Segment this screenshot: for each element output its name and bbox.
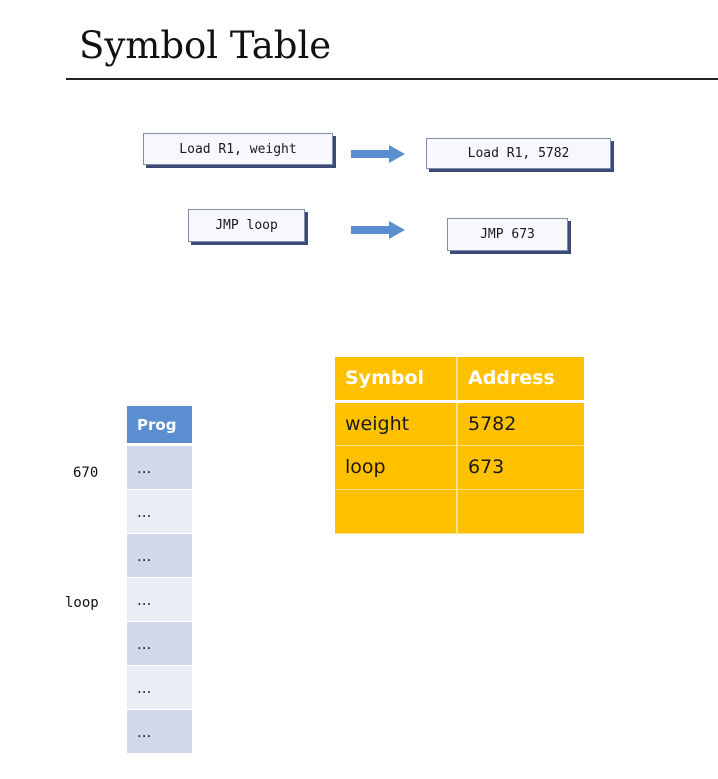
program-memory-column: Prog ... ... ... ... ... ... ... xyxy=(127,406,192,754)
source-instruction-1: Load R1, weight xyxy=(143,133,333,165)
address-label-670: 670 xyxy=(73,465,99,481)
program-cell: ... xyxy=(127,446,192,490)
title-divider xyxy=(66,78,718,80)
page-title: Symbol Table xyxy=(79,24,332,67)
column-header-address: Address xyxy=(456,357,584,403)
address-cell xyxy=(456,489,584,534)
program-cell: ... xyxy=(127,622,192,666)
table-row: loop 673 xyxy=(335,445,584,490)
right-arrow-icon-2 xyxy=(351,221,405,239)
address-cell: 5782 xyxy=(456,401,584,446)
symbol-cell xyxy=(335,489,457,534)
address-label-loop: loop xyxy=(65,595,99,611)
program-column-header: Prog xyxy=(127,406,192,446)
table-header-row: Symbol Address xyxy=(335,357,584,403)
program-cell: ... xyxy=(127,710,192,754)
symbol-cell: loop xyxy=(335,445,457,490)
target-instruction-1: Load R1, 5782 xyxy=(426,138,611,169)
program-cell: ... xyxy=(127,578,192,622)
symbol-cell: weight xyxy=(335,401,457,446)
program-cell: ... xyxy=(127,666,192,710)
program-cell: ... xyxy=(127,534,192,578)
source-instruction-2: JMP loop xyxy=(188,209,305,242)
symbol-table: Symbol Address weight 5782 loop 673 xyxy=(335,357,584,534)
right-arrow-icon-1 xyxy=(351,145,405,163)
column-header-symbol: Symbol xyxy=(335,357,457,403)
target-instruction-2: JMP 673 xyxy=(447,218,568,251)
table-row: weight 5782 xyxy=(335,401,584,446)
table-row xyxy=(335,489,584,534)
program-cell: ... xyxy=(127,490,192,534)
address-cell: 673 xyxy=(456,445,584,490)
